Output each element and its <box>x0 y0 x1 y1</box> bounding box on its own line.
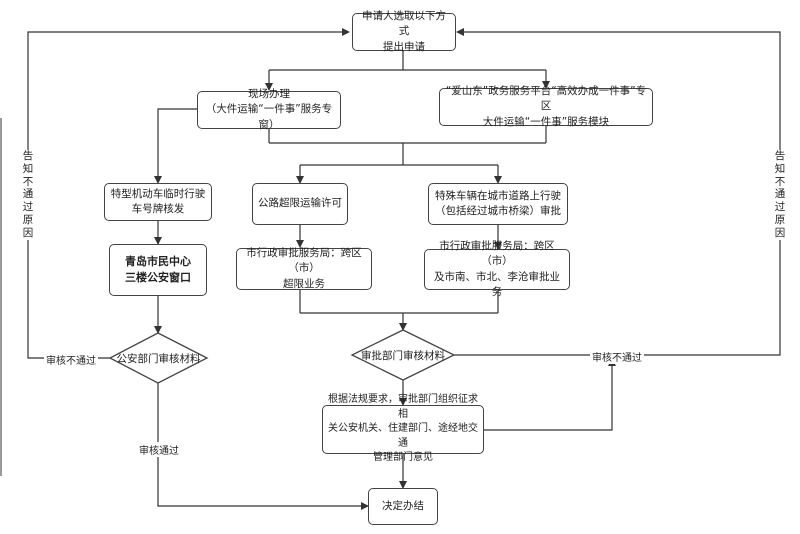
label-notify-right: 告知不通过原因 <box>773 150 787 240</box>
diamond-dept-review <box>350 329 456 381</box>
edge-police-pass <box>157 382 369 510</box>
node-consult: 根据法规要求，审批部门组织征求相 关公安机关、住建部门、途经地交通 管理部门意见 <box>322 394 484 463</box>
node-city-admin-1: 市行政审批服务局：跨区（市） 超限业务 <box>236 247 372 290</box>
node-online: “爱山东”政务服务平台“高效办成一件事”专区 大件运输“一件事”服务模块 <box>439 85 653 128</box>
node-highway-permit: 公路超限运输许可 <box>252 183 348 225</box>
label-pass: 审核通过 <box>137 442 181 457</box>
label-fail-right: 审核不通过 <box>590 349 644 364</box>
label-notify-left: 告知不通过原因 <box>21 150 35 240</box>
node-qingdao-center: 青岛市民中心 三楼公安窗口 <box>109 244 207 296</box>
edge-onsite-special <box>154 108 197 184</box>
node-dept-review: 审批部门审核材料 <box>361 349 445 362</box>
node-city-road: 特殊车辆在城市道路上行驶 （包括经过城市桥梁）审批 <box>428 183 568 225</box>
node-start: 申请人选取以下方式 提出申请 <box>352 10 456 53</box>
edge-consult-back <box>484 358 616 431</box>
label-fail-left: 审核不通过 <box>44 352 98 367</box>
node-decision: 决定办结 <box>368 488 438 525</box>
node-special-vehicle: 特型机动车临时行驶 车号牌核发 <box>104 183 212 221</box>
node-city-admin-2: 市行政审批服务局：跨区（市） 及市南、市北、李沧审批业务 <box>424 240 570 298</box>
page-edge-mark <box>0 118 2 476</box>
node-police-review: 公安部门审核材料 <box>116 352 201 365</box>
diamond-police-review <box>108 332 209 384</box>
node-onsite: 现场办理 （大件运输“一件事”服务专窗） <box>197 88 341 131</box>
